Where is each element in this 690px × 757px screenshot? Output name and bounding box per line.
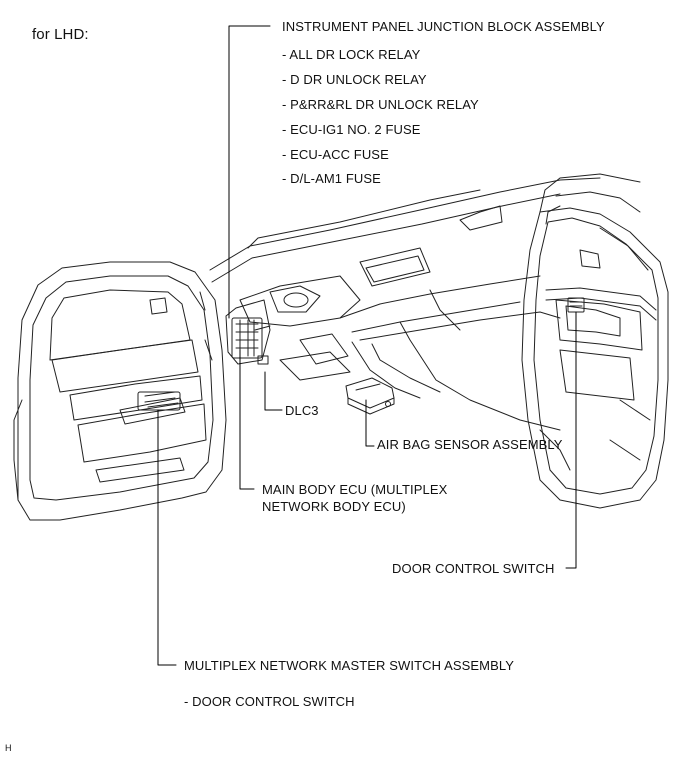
- master-switch-label: MULTIPLEX NETWORK MASTER SWITCH ASSEMBLY: [184, 658, 515, 673]
- door-control-switch-label: DOOR CONTROL SWITCH: [392, 561, 555, 576]
- junction-block-item: - D/L-AM1 FUSE: [282, 171, 381, 186]
- diagram-title: for LHD:: [32, 26, 89, 43]
- left-door-drawing: [13, 261, 227, 521]
- airbag-sensor-drawing: [345, 377, 395, 415]
- master-switch-sub-item: - DOOR CONTROL SWITCH: [184, 694, 355, 709]
- figure-code: H: [5, 743, 12, 753]
- cabin-lines-drawing: [539, 191, 651, 471]
- junction-block-item: - ECU-ACC FUSE: [282, 147, 389, 162]
- airbag-sensor-label: AIR BAG SENSOR ASSEMBLY: [377, 437, 563, 452]
- junction-block-item: - D DR UNLOCK RELAY: [282, 72, 427, 87]
- junction-block-item: - P&RR&RL DR UNLOCK RELAY: [282, 97, 479, 112]
- right-door-drawing: [521, 173, 669, 509]
- dlc3-label: DLC3: [285, 403, 319, 418]
- junction-block-label: INSTRUMENT PANEL JUNCTION BLOCK ASSEMBLY: [282, 19, 605, 34]
- junction-block-item: - ALL DR LOCK RELAY: [282, 47, 421, 62]
- main-body-ecu-label-line2: NETWORK BODY ECU): [262, 499, 406, 514]
- junction-block-item: - ECU-IG1 NO. 2 FUSE: [282, 122, 421, 137]
- dashboard-drawing: [209, 177, 601, 431]
- main-body-ecu-label-line1: MAIN BODY ECU (MULTIPLEX: [262, 482, 448, 497]
- leader-lines: [157, 25, 577, 666]
